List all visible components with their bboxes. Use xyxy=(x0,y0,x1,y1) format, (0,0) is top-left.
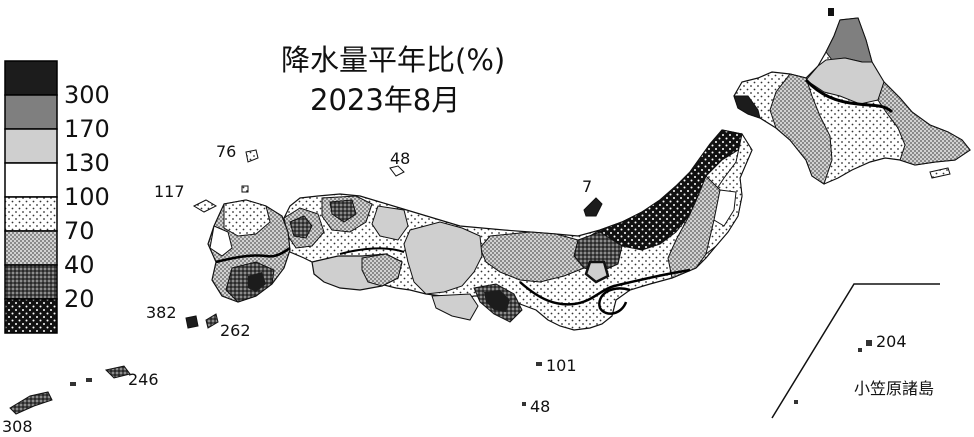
legend-label-100: 100 xyxy=(64,183,110,211)
region-kyushu xyxy=(207,199,291,303)
station-label-yakushima: 382 xyxy=(146,303,177,322)
oki-islands xyxy=(389,165,405,177)
chubu-lake-lightgray xyxy=(584,260,610,284)
chubu-dense xyxy=(479,231,585,283)
hokkaido-southwest-black xyxy=(733,95,761,119)
legend-swatch-170-300 xyxy=(4,94,58,130)
hokkaido-isoline-100 xyxy=(804,78,894,114)
legend-label-70: 70 xyxy=(64,217,95,245)
bonin-small-island xyxy=(858,348,862,352)
legend-swatch-under-20 xyxy=(4,298,58,334)
izu-south-island xyxy=(522,402,526,406)
small-island-ryukyu-1 xyxy=(70,382,76,386)
station-label-oki: 48 xyxy=(390,149,411,168)
legend-swatch-130-170 xyxy=(4,128,58,164)
hokkaido-southeast-dense xyxy=(877,81,971,166)
station-label-chichijima: 204 xyxy=(876,332,907,351)
kinki-lightgray xyxy=(403,221,483,295)
region-hokkaido xyxy=(733,8,971,185)
legend-swatch-70-100 xyxy=(4,196,58,232)
hokkaido-northeast-lightgray xyxy=(805,57,885,105)
station-label-hachijojima: 101 xyxy=(546,356,577,375)
tsushima-island xyxy=(245,149,259,163)
minamitorishima-dot xyxy=(794,400,798,404)
sado-island xyxy=(583,197,603,217)
station-label-izu-south: 48 xyxy=(530,397,551,416)
legend-swatches xyxy=(4,60,58,334)
ogasawara-inset-border xyxy=(771,283,940,419)
legend-label-130: 130 xyxy=(64,149,110,177)
ogasawara-islands-label: 小笠原諸島 xyxy=(854,379,935,398)
region-honshu xyxy=(281,129,753,331)
kyushu-isoline-100 xyxy=(215,246,291,264)
iki-island xyxy=(241,185,249,193)
hokkaido-west-dense xyxy=(769,73,833,185)
kanto-isoline-100 xyxy=(598,287,631,315)
kyushu-south-black xyxy=(248,272,266,292)
map-title-line1: 降水量平年比(%) xyxy=(281,43,506,77)
hokkaido-kuril-island xyxy=(929,167,951,179)
chubu-isoline-100 xyxy=(519,268,691,306)
kii-lightgray xyxy=(431,293,479,321)
hachijo-island xyxy=(536,362,542,366)
amami-islands xyxy=(105,365,131,379)
legend-label-40: 40 xyxy=(64,251,95,279)
legend-label-20: 20 xyxy=(64,285,95,313)
shikoku-dense xyxy=(361,253,403,287)
legend-label-300: 300 xyxy=(64,81,110,109)
station-label-goto: 117 xyxy=(154,182,185,201)
region-shikoku xyxy=(311,253,403,291)
setonaikai-isoline xyxy=(339,247,405,255)
station-label-okinawa: 308 xyxy=(2,417,33,436)
station-label-tsushima: 76 xyxy=(216,142,237,161)
kyushu-west-white xyxy=(209,225,233,257)
chichijima-island xyxy=(866,340,872,346)
station-label-tanegashima: 262 xyxy=(220,321,251,340)
tohoku-mid-dense xyxy=(667,175,721,279)
chugoku-west-dark xyxy=(289,215,313,239)
tanegashima-island xyxy=(205,313,219,329)
chugoku-lightgray xyxy=(371,205,409,241)
okinawa-islands xyxy=(9,391,53,415)
legend-swatch-300-plus xyxy=(4,60,58,96)
legend-swatch-100-130 xyxy=(4,162,58,198)
kyushu-north-sparse xyxy=(223,199,271,237)
map-title-line2: 2023年8月 xyxy=(310,83,461,117)
hokkaido-north-gray xyxy=(825,17,873,63)
station-label-amami: 246 xyxy=(128,370,159,389)
legend-swatch-40-70 xyxy=(4,230,58,266)
yakushima-island xyxy=(185,315,199,329)
legend-label-170: 170 xyxy=(64,115,110,143)
kinki-south-black xyxy=(484,290,510,312)
station-label-sado: 7 xyxy=(582,177,593,196)
outlying-islands xyxy=(9,149,872,415)
chugoku-north-dark xyxy=(329,199,357,223)
small-island-ryukyu-2 xyxy=(86,378,92,382)
goto-islands xyxy=(192,199,218,213)
hokkaido-rishiri-island xyxy=(828,8,834,16)
legend-swatch-20-40 xyxy=(4,264,58,300)
